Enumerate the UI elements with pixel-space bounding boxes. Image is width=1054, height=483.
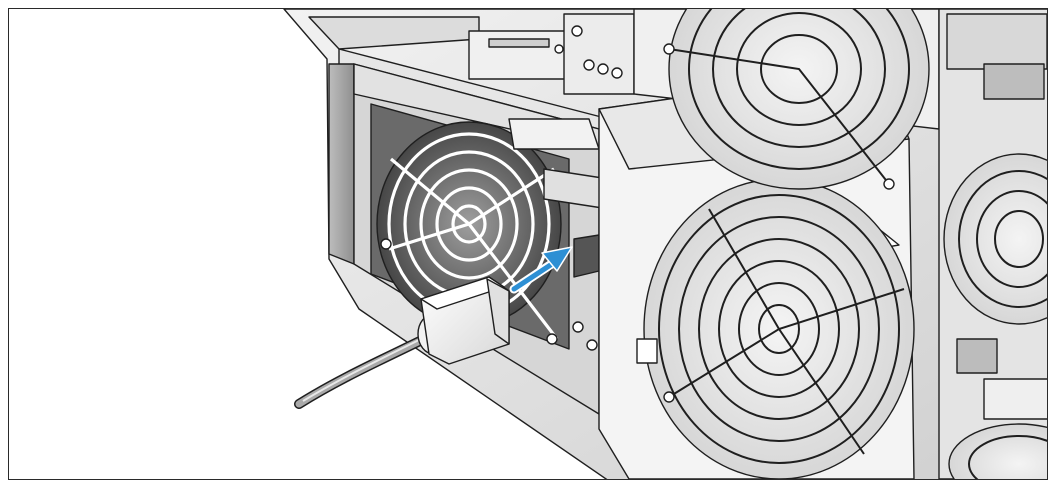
figure-frame: [8, 8, 1048, 480]
power-cord: [294, 334, 429, 409]
vga-connector: [956, 338, 998, 374]
chassis-fan-upper: [633, 9, 940, 190]
power-supply-fan: [370, 103, 570, 350]
chassis-illustration: [283, 9, 1047, 479]
chassis-fans-right: [938, 9, 1047, 479]
insertion-arrow: [509, 246, 573, 294]
power-connector: [573, 234, 600, 278]
power-cord-plug: [417, 276, 510, 365]
power-supply-unit: [328, 63, 626, 415]
status-leds-upper: [554, 13, 635, 95]
